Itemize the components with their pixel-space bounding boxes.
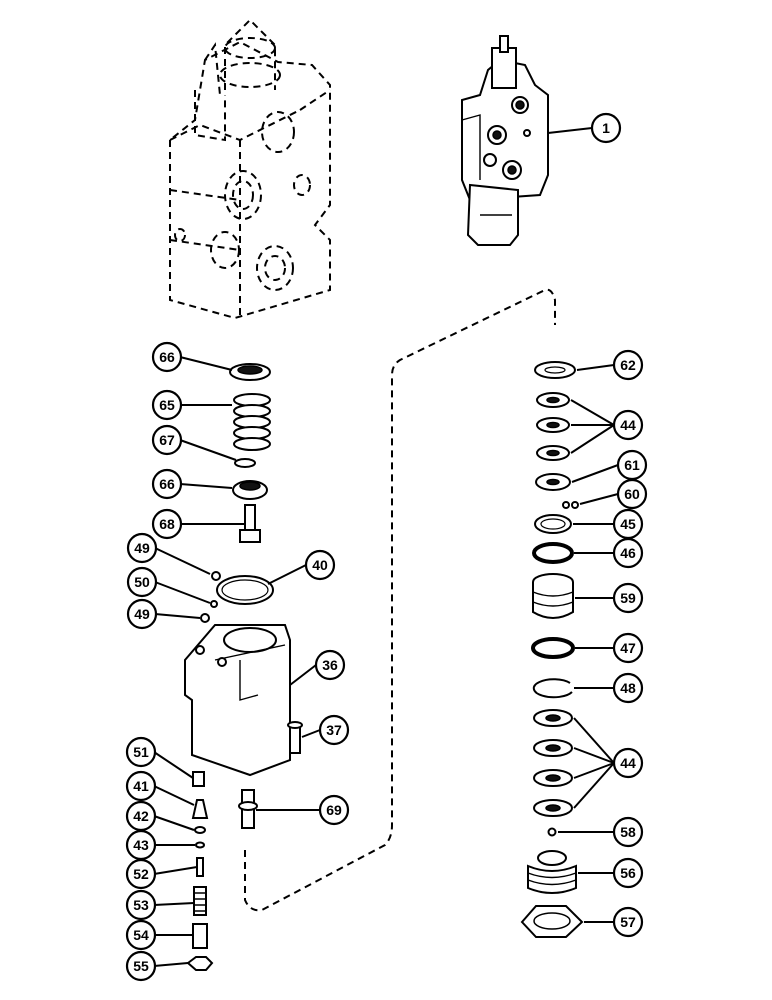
callout-60: 60	[616, 478, 648, 510]
callout-51: 51	[125, 736, 157, 768]
callout-label: 52	[133, 866, 149, 882]
callout-label: 60	[624, 486, 640, 502]
callout-label: 48	[620, 680, 636, 696]
callout-52: 52	[125, 858, 157, 890]
callout-label: 62	[620, 357, 636, 373]
callout-label: 61	[624, 457, 640, 473]
callout-48: 48	[612, 672, 644, 704]
assembly-dashed-connector	[244, 288, 556, 912]
callout-label: 44	[620, 417, 636, 433]
callout-53: 53	[125, 889, 157, 921]
callout-label: 47	[620, 640, 636, 656]
callout-label: 46	[620, 545, 636, 561]
callout-label: 51	[133, 744, 149, 760]
callout-label: 40	[312, 557, 328, 573]
callout-label: 67	[159, 432, 175, 448]
callout-label: 66	[159, 349, 175, 365]
callout-67: 67	[151, 424, 183, 456]
callout-label: 54	[133, 927, 149, 943]
callout-43: 43	[125, 829, 157, 861]
callout-label: 45	[620, 516, 636, 532]
callout-55: 55	[125, 950, 157, 982]
callout-44: 44	[612, 409, 644, 441]
callout-label: 56	[620, 865, 636, 881]
callout-label: 37	[326, 722, 342, 738]
callout-label: 50	[134, 574, 150, 590]
callout-label: 41	[133, 778, 149, 794]
callout-65: 65	[151, 389, 183, 421]
callout-label: 1	[602, 120, 610, 136]
callout-68: 68	[151, 508, 183, 540]
callout-50: 50	[126, 566, 158, 598]
callout-62: 62	[612, 349, 644, 381]
callout-label: 59	[620, 590, 636, 606]
callout-49: 49	[126, 598, 158, 630]
callout-59: 59	[612, 582, 644, 614]
callout-69: 69	[318, 794, 350, 826]
callout-44: 44	[612, 747, 644, 779]
callout-label: 69	[326, 802, 342, 818]
callout-45: 45	[612, 508, 644, 540]
left-column-parts	[184, 363, 303, 971]
callout-54: 54	[125, 919, 157, 951]
phantom-valve-housing	[169, 18, 331, 320]
valve-section-assembly	[461, 35, 549, 246]
callout-58: 58	[612, 816, 644, 848]
callout-label: 49	[134, 606, 150, 622]
callout-36: 36	[314, 649, 346, 681]
callout-56: 56	[612, 857, 644, 889]
callout-1: 1	[590, 112, 622, 144]
callout-66: 66	[151, 468, 183, 500]
callout-label: 55	[133, 958, 149, 974]
callout-46: 46	[612, 537, 644, 569]
callout-label: 44	[620, 755, 636, 771]
callouts: 1 66 65 67 66 68 49 50 49 40 36 37 51 41…	[125, 112, 648, 982]
callout-label: 42	[133, 808, 149, 824]
callout-label: 36	[322, 657, 338, 673]
callout-57: 57	[612, 906, 644, 938]
callout-49: 49	[126, 532, 158, 564]
callout-66: 66	[151, 341, 183, 373]
callout-47: 47	[612, 632, 644, 664]
callout-label: 58	[620, 824, 636, 840]
callout-42: 42	[125, 800, 157, 832]
callout-61: 61	[616, 449, 648, 481]
callout-label: 57	[620, 914, 636, 930]
callout-label: 53	[133, 897, 149, 913]
callout-label: 49	[134, 540, 150, 556]
callout-label: 43	[133, 837, 149, 853]
callout-label: 65	[159, 397, 175, 413]
right-column-parts	[520, 361, 584, 938]
callout-41: 41	[125, 770, 157, 802]
callout-37: 37	[318, 714, 350, 746]
callout-label: 68	[159, 516, 175, 532]
callout-label: 66	[159, 476, 175, 492]
leader-lines	[153, 127, 619, 967]
callout-40: 40	[304, 549, 336, 581]
